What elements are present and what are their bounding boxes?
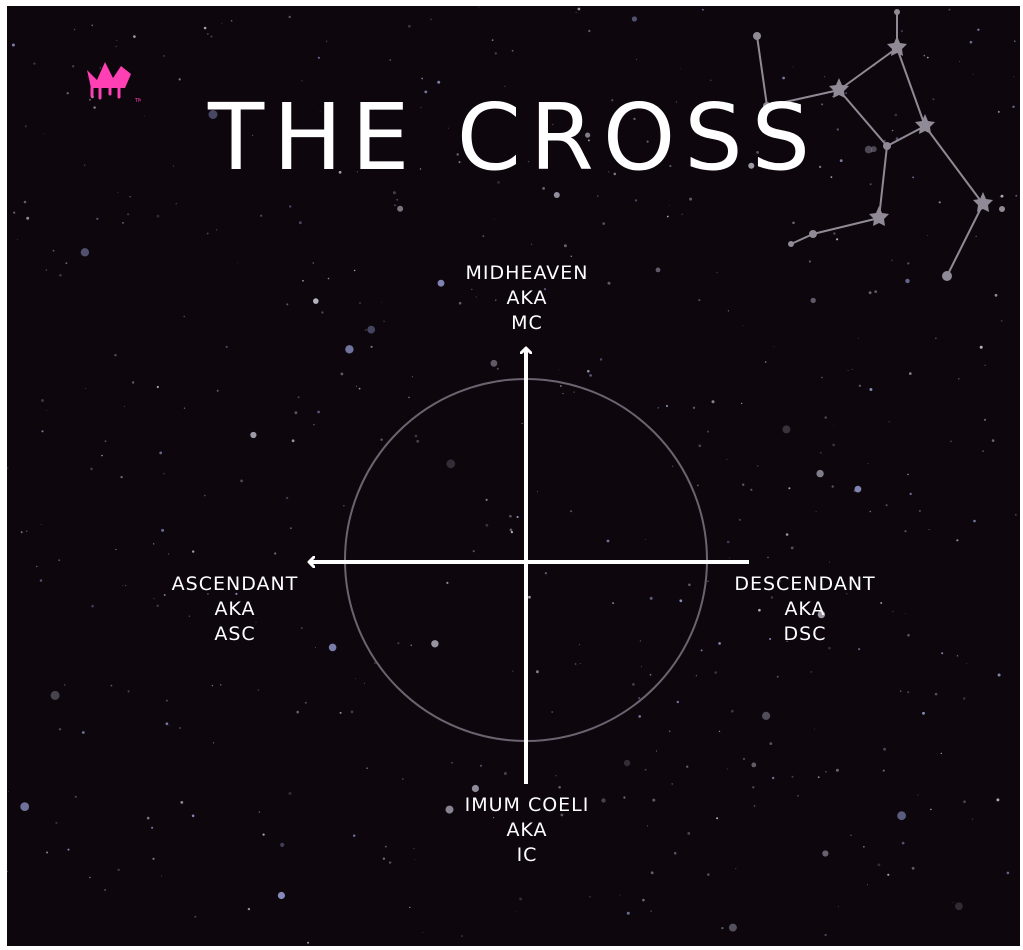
poster-canvas: TM [7, 6, 1020, 946]
midheaven-aka: AKA [417, 286, 637, 311]
descendant-aka: AKA [695, 597, 915, 622]
midheaven-abbr: MC [417, 311, 637, 336]
ascendant-label: ASCENDANT AKA ASC [125, 572, 345, 647]
imum-coeli-label: IMUM COELI AKA IC [417, 793, 637, 868]
imum-coeli-name: IMUM COELI [417, 793, 637, 818]
imum-coeli-aka: AKA [417, 818, 637, 843]
descendant-abbr: DSC [695, 622, 915, 647]
midheaven-label: MIDHEAVEN AKA MC [417, 261, 637, 336]
ascendant-name: ASCENDANT [125, 572, 345, 597]
imum-coeli-abbr: IC [417, 843, 637, 868]
midheaven-name: MIDHEAVEN [417, 261, 637, 286]
descendant-label: DESCENDANT AKA DSC [695, 572, 915, 647]
ascendant-aka: AKA [125, 597, 345, 622]
ascendant-abbr: ASC [125, 622, 345, 647]
descendant-name: DESCENDANT [695, 572, 915, 597]
